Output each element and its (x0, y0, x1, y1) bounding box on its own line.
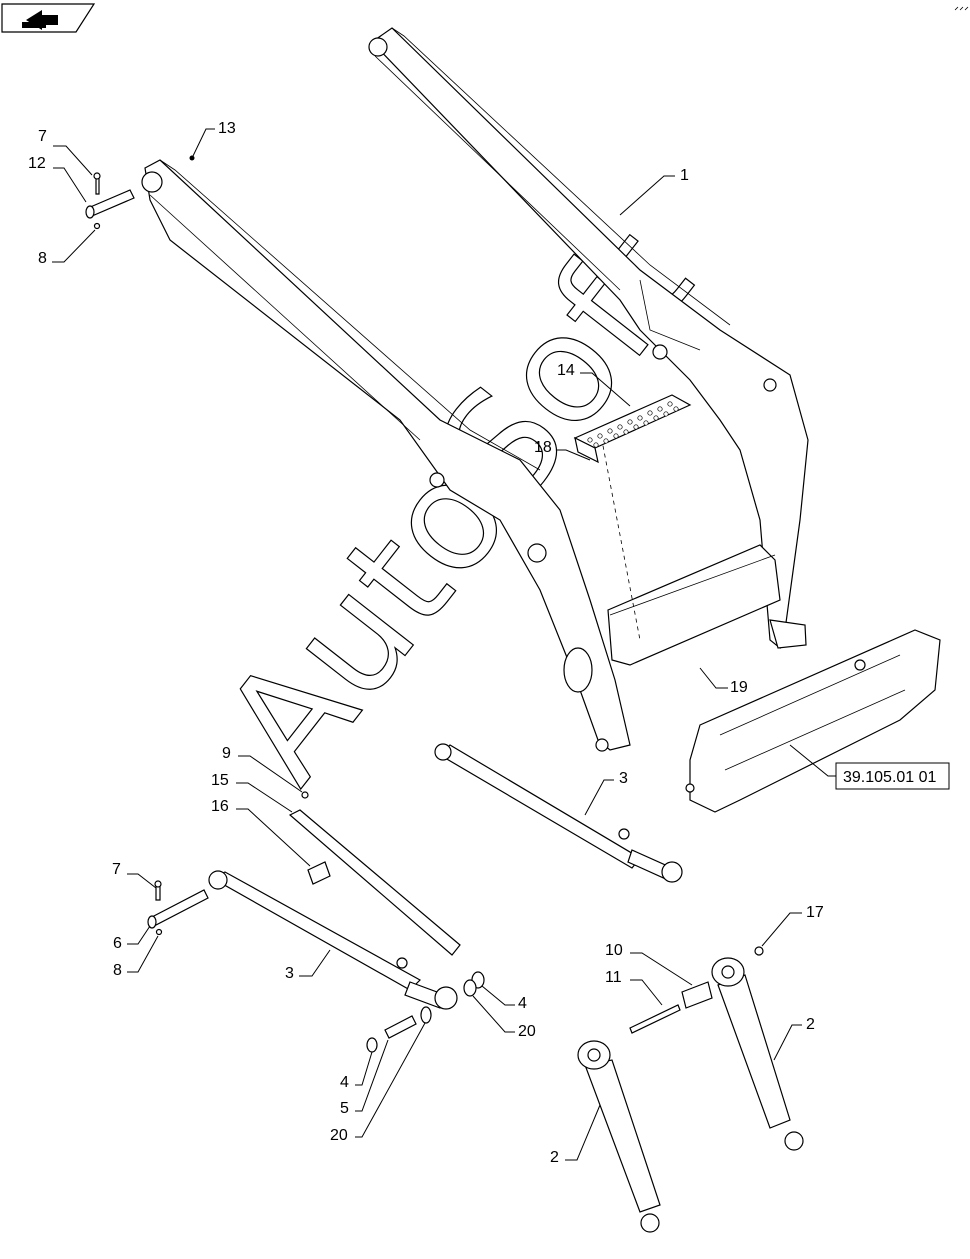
callout-2-right: 2 (773, 1016, 815, 1061)
callout-10: 10 (605, 942, 693, 986)
svg-text:5: 5 (340, 1100, 349, 1117)
pin-assembly-upper (85, 155, 195, 230)
lift-cylinder-lower (147, 870, 485, 1053)
callout-3-lower: 3 (285, 949, 331, 982)
callout-20-right: 20 (472, 995, 536, 1040)
callout-8-lower: 8 (113, 935, 159, 979)
callout-20-lower: 20 (330, 1022, 426, 1144)
svg-text:13: 13 (218, 120, 236, 137)
callout-11: 11 (605, 969, 663, 1006)
tilt-cylinder-right (629, 946, 804, 1151)
svg-text:10: 10 (605, 942, 623, 959)
callout-7-lower: 7 (112, 861, 157, 889)
svg-text:11: 11 (605, 969, 622, 986)
svg-text:1: 1 (680, 167, 689, 184)
callout-19: 19 (699, 667, 748, 696)
svg-text:2: 2 (806, 1016, 815, 1033)
svg-text:20: 20 (518, 1023, 536, 1040)
svg-text:9: 9 (222, 745, 231, 762)
svg-text:20: 20 (330, 1127, 348, 1144)
callout-1: 1 (619, 167, 689, 216)
svg-text:3: 3 (285, 965, 294, 982)
callout-6: 6 (113, 925, 151, 952)
svg-text:8: 8 (38, 250, 47, 267)
tilt-link (288, 791, 461, 956)
callout-4-right: 4 (481, 985, 527, 1012)
svg-text:4: 4 (518, 995, 527, 1012)
svg-text:18: 18 (534, 439, 552, 456)
svg-text:17: 17 (806, 904, 824, 921)
svg-text:6: 6 (113, 935, 122, 952)
callout-15: 15 (211, 772, 293, 813)
svg-text:8: 8 (113, 962, 122, 979)
callout-2-left: 2 (550, 1104, 601, 1166)
callout-8-upper: 8 (38, 229, 96, 267)
callout-7-upper: 7 (38, 128, 93, 176)
svg-text:19: 19 (730, 679, 748, 696)
callout-4-lower: 4 (340, 1051, 373, 1091)
svg-text:3: 3 (619, 770, 628, 787)
svg-text:15: 15 (211, 772, 229, 789)
svg-text:16: 16 (211, 798, 229, 815)
callout-17: 17 (761, 904, 824, 947)
callout-5: 5 (340, 1039, 389, 1117)
svg-text:14: 14 (557, 362, 575, 379)
lift-cylinder-upper (434, 743, 683, 883)
callout-3-upper: 3 (584, 770, 628, 816)
callout-12: 12 (28, 155, 87, 203)
callout-18: 18 (534, 439, 591, 461)
callout-9: 9 (222, 745, 303, 793)
svg-text:4: 4 (340, 1074, 349, 1091)
loader-arm-frame (141, 27, 809, 752)
reference-box[interactable]: 39.105.01 01 (789, 744, 950, 790)
machine-frame (685, 629, 941, 813)
svg-text:2: 2 (550, 1149, 559, 1166)
callout-14: 14 (557, 362, 631, 407)
step-plate (573, 394, 692, 464)
corner-mark-icon (954, 6, 969, 11)
svg-text:39.105.01 01: 39.105.01 01 (843, 769, 937, 786)
callout-13: 13 (192, 120, 236, 157)
svg-text:7: 7 (38, 128, 47, 145)
back-arrow-icon[interactable] (1, 3, 96, 33)
svg-text:12: 12 (28, 155, 46, 172)
svg-text:7: 7 (112, 861, 121, 878)
tilt-cylinder-left (577, 1040, 661, 1233)
callout-16: 16 (211, 798, 311, 867)
